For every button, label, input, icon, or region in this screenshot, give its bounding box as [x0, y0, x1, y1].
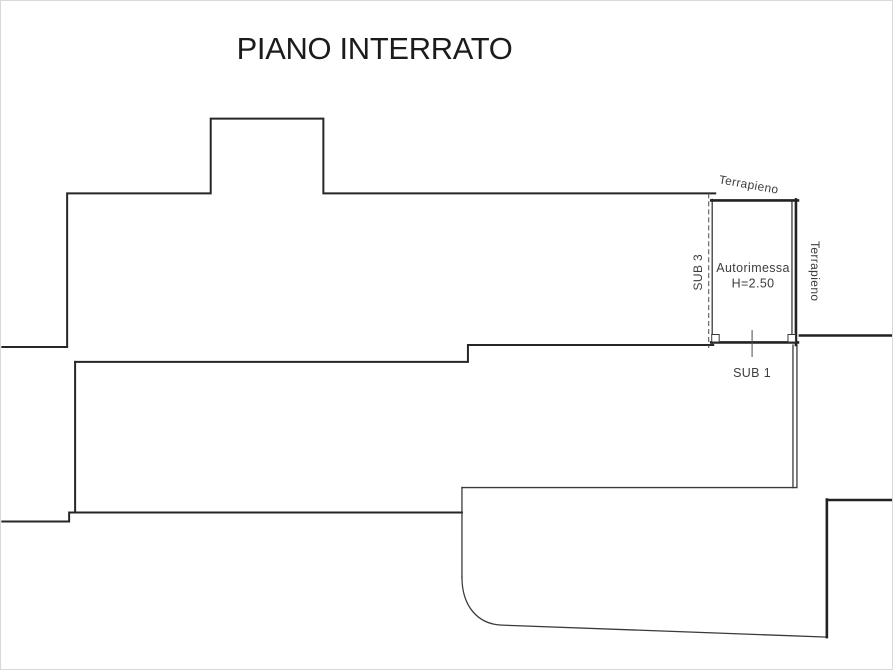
building-outline	[1, 117, 717, 523]
terrace-curved-bottom-wall	[461, 576, 828, 638]
outline-top-edge	[66, 117, 717, 347]
outline-middle-edge	[74, 343, 715, 363]
autorimessa-height-label: H=2.50	[732, 277, 775, 291]
terrapieno-top-label: Terrapieno	[718, 172, 780, 196]
sub1-label: SUB 1	[733, 366, 771, 380]
garage-jamb-right	[787, 334, 796, 343]
garage-door-jambs	[711, 334, 796, 343]
thin-walls	[461, 198, 828, 638]
thick-walls	[709, 198, 892, 639]
garage-jamb-left	[711, 334, 720, 343]
plan-title: PIANO INTERRATO	[237, 31, 513, 66]
outline-bottom-left-edge	[1, 511, 463, 523]
autorimessa-room-label: Autorimessa	[716, 261, 790, 275]
sub3-label: SUB 3	[691, 254, 705, 291]
terrapieno-right-label: Terrapieno	[808, 241, 822, 301]
